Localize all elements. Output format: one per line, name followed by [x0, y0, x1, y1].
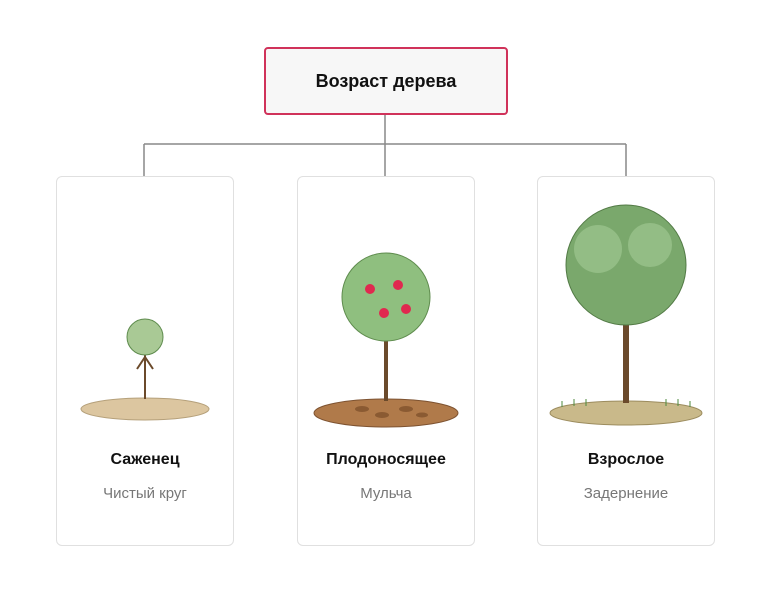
root-node: Возраст дерева [264, 47, 508, 115]
mulch-chip [375, 412, 389, 418]
fruiting-canopy [341, 252, 431, 342]
stage-subtitle: Мульча [360, 485, 412, 502]
mulch-chip [399, 406, 413, 412]
sapling-branch-left [136, 356, 146, 370]
stage-card-sapling: Саженец Чистый круг [56, 176, 234, 546]
grass-ground [549, 400, 703, 426]
fruit [401, 304, 411, 314]
stage-subtitle: Чистый круг [103, 485, 187, 502]
stage-title: Саженец [110, 451, 180, 468]
mature-illustration [549, 204, 703, 426]
fruit [393, 280, 403, 290]
sapling-canopy [126, 318, 164, 356]
mulch-chip [416, 412, 428, 418]
stage-title: Взрослое [587, 451, 665, 468]
fruiting-illustration [313, 252, 459, 428]
stage-card-mature: Взрослое Задернение [537, 176, 715, 546]
canopy-highlight [628, 223, 672, 267]
fruit [365, 284, 375, 294]
fruiting-trunk [384, 337, 388, 401]
canopy-highlight [574, 225, 622, 273]
fruit [379, 308, 389, 318]
stage-subtitle: Задернение [583, 485, 669, 502]
stage-title: Плодоносящее [326, 451, 446, 468]
mature-trunk [623, 317, 629, 403]
bare-soil-circle [80, 397, 210, 421]
root-label: Возраст дерева [315, 70, 457, 91]
sapling-branch-right [144, 356, 154, 370]
sapling-illustration [80, 318, 210, 421]
stage-card-fruiting: Плодоносящее Мульча [297, 176, 475, 546]
mulch-chip [355, 406, 369, 412]
